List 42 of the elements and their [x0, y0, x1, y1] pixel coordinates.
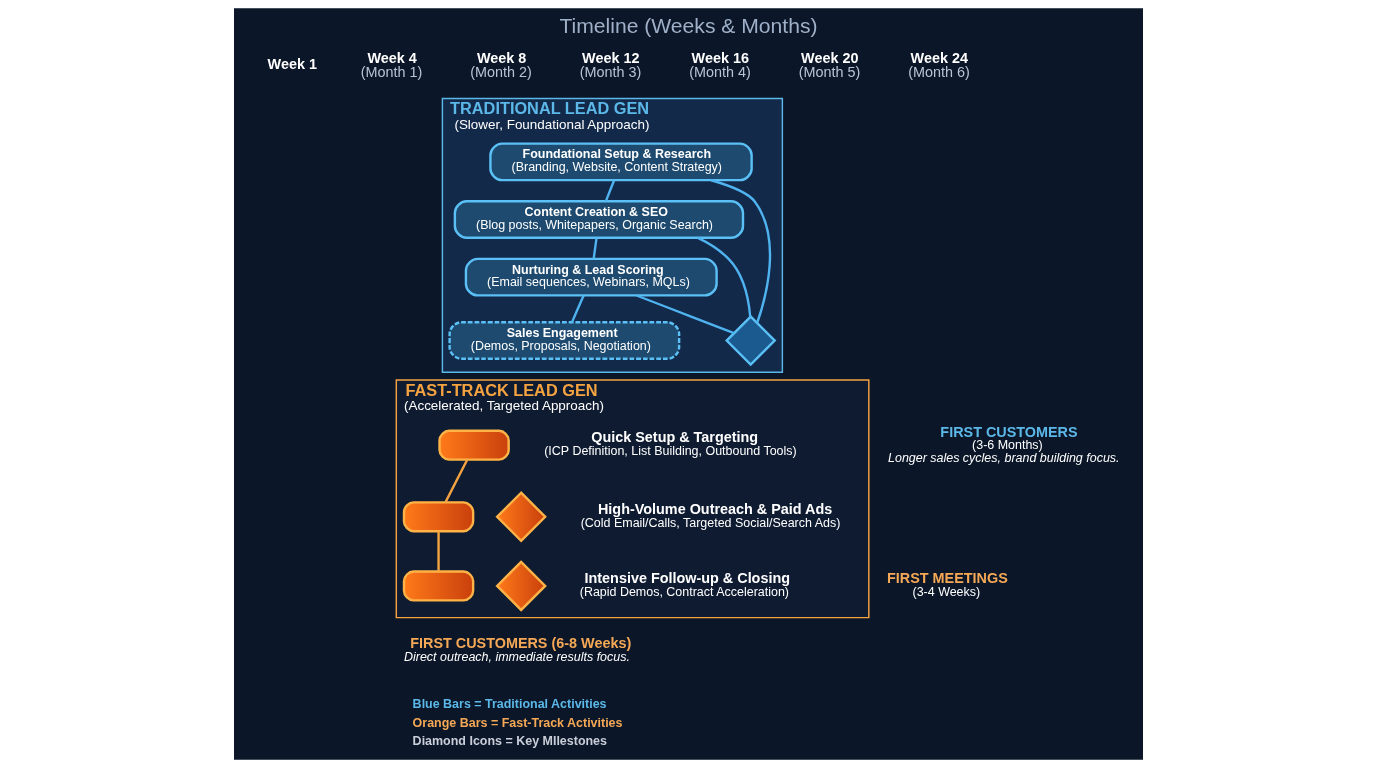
- node-box: Foundational Setup & Research (Branding, Website, Content Strategy): [488, 142, 753, 182]
- label: (Month 2): [469, 64, 532, 81]
- node-bar: [402, 570, 474, 602]
- node-label: FIRST MEETINGS: [886, 570, 1008, 587]
- label: Week 4: [366, 49, 417, 66]
- node-label: Quick Setup & Targeting: [590, 429, 758, 446]
- label: Week 8: [476, 49, 526, 66]
- label: Week 16: [691, 49, 749, 66]
- label: Week 20: [800, 49, 858, 66]
- connector: [604, 179, 615, 202]
- label: Week 1: [267, 56, 317, 73]
- node-diamond: [724, 314, 776, 367]
- node-diamond: [494, 560, 547, 612]
- node-label: Intensive Follow-up & Closing: [584, 570, 790, 587]
- label: (Month 1): [360, 64, 422, 81]
- legend-label: Orange Bars = Fast-Track Activities: [412, 715, 623, 730]
- legend-label: Blue Bars = Traditional Activities: [412, 697, 607, 712]
- legend-label: Diamond Icons = Key MIlestones: [412, 733, 607, 748]
- node-label: FIRST CUSTOMERS (6-8 Weeks): [409, 635, 631, 652]
- node-label: (3-6 Months): [971, 438, 1043, 453]
- label: (Month 3): [579, 64, 641, 81]
- node-box: Content Creation & SEO (Blog posts, Whitepapers, Organic Search): [453, 200, 744, 239]
- node-label: Direct outreach, immediate results focus.: [403, 650, 630, 665]
- node-label: FIRST CUSTOMERS: [939, 423, 1078, 440]
- node-bar: [402, 501, 474, 533]
- label: (Month 4): [688, 64, 751, 81]
- connector: [444, 459, 468, 503]
- label: Week 12: [581, 49, 639, 66]
- connector: [570, 295, 585, 323]
- node-label: (ICP Definition, List Building, Outbound Tools): [543, 444, 797, 459]
- node-bar: [437, 429, 510, 461]
- node-box: Nurturing & Lead Scoring (Email sequences, Webinars, MQLs): [464, 257, 718, 297]
- connector: [592, 237, 598, 259]
- node-label: (3-4 Weeks): [912, 584, 980, 599]
- node-label: High-Volume Outreach & Paid Ads: [597, 500, 832, 517]
- label: Week 24: [910, 49, 968, 66]
- diagram-title: Timeline (Weeks & Months): [558, 13, 818, 37]
- node-box: Sales Engagement (Demos, Proposals, Negotiation): [447, 321, 680, 360]
- label: (Month 5): [798, 64, 860, 81]
- label: (Month 6): [907, 64, 970, 81]
- node-diamond: [494, 491, 547, 543]
- connector: [436, 531, 440, 572]
